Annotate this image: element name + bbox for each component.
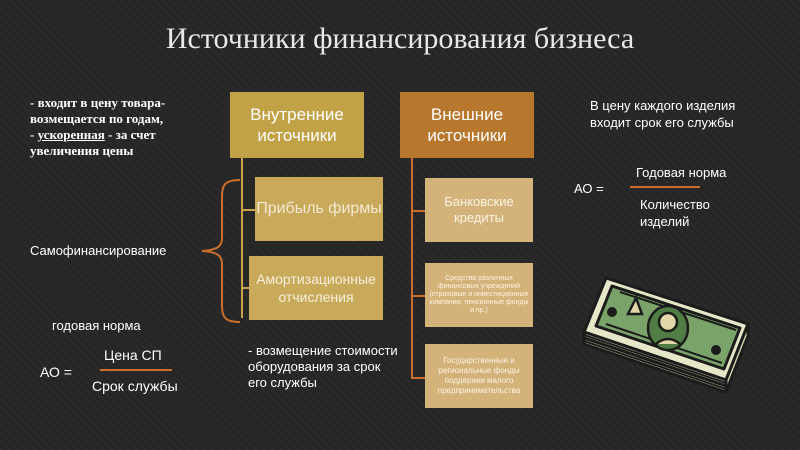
ao-label-right: АО = [574,181,604,196]
internal-connector [241,158,243,318]
internal-connector [241,287,249,289]
formula-numerator-right: Годовая норма [636,165,727,180]
note-line: - ускоренная - за счет [30,127,156,142]
amortization-note: - входит в цену товара- возмещается по г… [30,95,230,159]
external-connector [411,210,425,212]
internal-sources-header: Внутренние источники [230,92,364,158]
bank-credits-box: Банковские кредиты [425,178,533,242]
depreciation-box: Амортизационные отчисления [249,256,383,320]
money-stack-icon [582,276,750,394]
note-line: увеличения цены [30,143,134,158]
formula-numerator: Цена СП [104,347,162,363]
state-funds-box: Государственные и региональные фонды под… [425,344,533,408]
profit-box: Прибыль фирмы [255,177,383,241]
external-sources-header: Внешние источники [400,92,534,158]
accelerated-term: ускоренная [37,127,105,142]
reimbursement-note: - возмещение стоимости оборудования за с… [248,343,398,390]
formula-denominator: Срок службы [92,378,178,394]
self-financing-label: Самофинансирование [30,243,167,258]
external-connector [411,377,425,379]
annual-rate-label: годовая норма [52,318,141,333]
note-line: - входит в цену товара- [30,95,166,110]
right-note: В цену каждого изделия входит срок его с… [590,98,736,130]
ao-label: АО = [40,364,72,380]
formula-denominator-right: Количество изделий [640,197,710,229]
slide-title: Источники финансирования бизнеса [165,22,635,55]
internal-connector [241,209,255,211]
financial-institutions-box: Средства различных финансовых учреждений… [425,263,533,327]
note-line: возмещается по годам, [30,111,164,126]
fraction-line-right [630,186,700,188]
external-connector [411,295,425,297]
fraction-line [100,369,172,371]
curly-brace-icon [201,179,241,323]
external-connector [411,158,413,378]
